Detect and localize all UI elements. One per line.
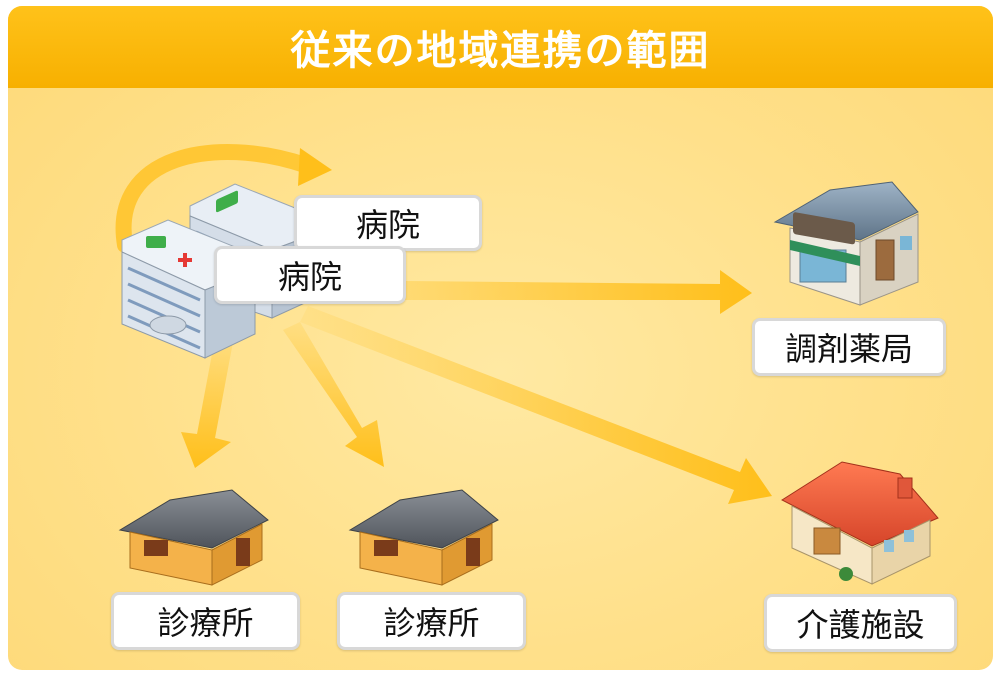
clinic-icon [118,489,269,586]
arrow-to-clinic-1 [181,338,233,468]
title-bar: 従来の地域連携の範囲 [8,6,993,88]
arrow-icon [181,338,233,468]
clinic-2-label: 診療所 [337,592,526,650]
arrow-to-care-facility [300,306,772,504]
pharmacy-icon [773,181,919,306]
hospital-back-label: 病院 [294,195,482,251]
care-facility-label: 介護施設 [764,594,957,652]
arrow-icon [300,306,772,504]
care-facility-text: 介護施設 [796,606,925,644]
hospital-front-label: 病院 [214,246,406,304]
arrow-icon [298,148,332,186]
arrow-icon [300,270,752,314]
clinic-1-text: 診療所 [157,604,254,642]
arrow-self-loop [115,144,332,253]
clinic-2-text: 診療所 [383,604,480,642]
hospital-front-text: 病院 [277,258,342,296]
page-title: 従来の地域連携の範囲 [290,28,711,74]
arrow-to-pharmacy [300,270,752,314]
clinic-icon [348,489,499,586]
pharmacy-label: 調剤薬局 [752,318,946,376]
hospital-back-text: 病院 [355,206,420,244]
arrow-icon [283,322,384,467]
care-facility-icon [780,461,939,585]
arrow-to-clinic-2 [283,322,384,467]
pharmacy-text: 調剤薬局 [784,330,913,368]
clinic-1-label: 診療所 [111,592,300,650]
